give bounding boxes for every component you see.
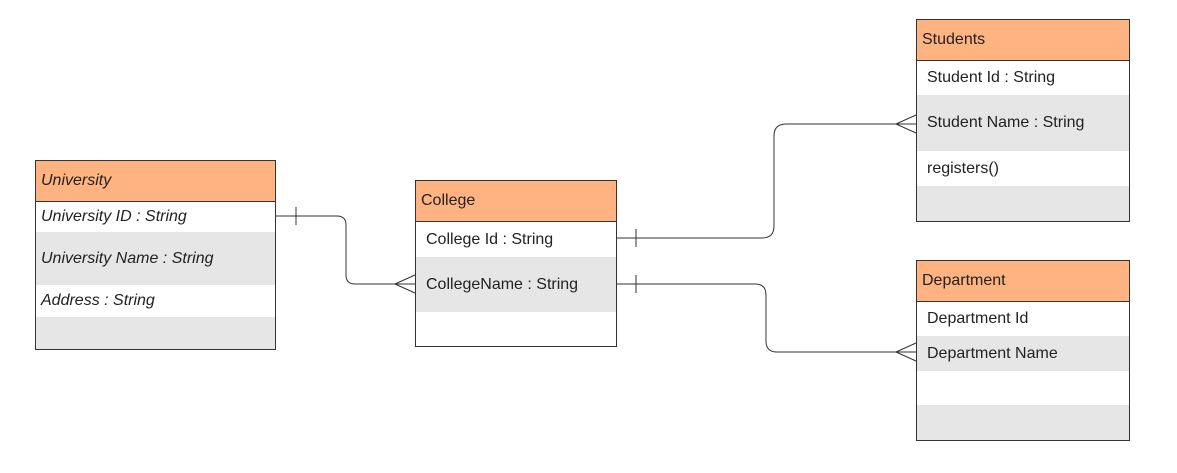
relationship-college-department[interactable] <box>617 275 917 362</box>
entity-title: Students <box>917 20 1129 61</box>
entity-attribute-empty <box>36 317 275 349</box>
entity-title: University <box>36 161 275 202</box>
crowfoot-marker <box>394 274 416 294</box>
relationship-university-college[interactable] <box>276 207 416 294</box>
entity-attribute: Student Id : String <box>927 69 1056 86</box>
entity-attribute-empty <box>416 312 616 346</box>
entity-college[interactable]: College College Id : String CollegeName … <box>415 180 617 347</box>
entity-attribute: University Name : String <box>36 232 275 285</box>
entity-attribute-empty <box>917 405 1129 440</box>
entity-attribute: College Id : String <box>426 230 554 248</box>
entity-attribute: Student Name : String <box>917 95 1129 151</box>
entity-department[interactable]: Department Department Id Department Name <box>916 260 1130 441</box>
crowfoot-marker <box>895 342 917 362</box>
entity-title: Department <box>917 261 1129 302</box>
crowfoot-marker <box>895 114 917 134</box>
entity-attribute: CollegeName : String <box>416 257 616 312</box>
entity-attribute: Department Name <box>917 336 1129 371</box>
entity-method: registers() <box>927 159 1000 177</box>
entity-title: College <box>416 181 616 222</box>
entity-university[interactable]: University University ID : String Univer… <box>35 160 276 350</box>
connector-line <box>276 215 415 285</box>
entity-attribute-empty <box>917 371 1129 405</box>
entity-attribute: Department Id <box>927 310 1029 327</box>
entity-attribute: Address : String <box>41 292 155 309</box>
entity-attribute-empty <box>917 186 1129 221</box>
relationship-college-students[interactable] <box>617 114 917 247</box>
entity-attribute: University ID : String <box>41 208 187 225</box>
connector-line <box>617 283 916 353</box>
connector-line <box>617 123 916 239</box>
entity-students[interactable]: Students Student Id : String Student Nam… <box>916 19 1130 222</box>
